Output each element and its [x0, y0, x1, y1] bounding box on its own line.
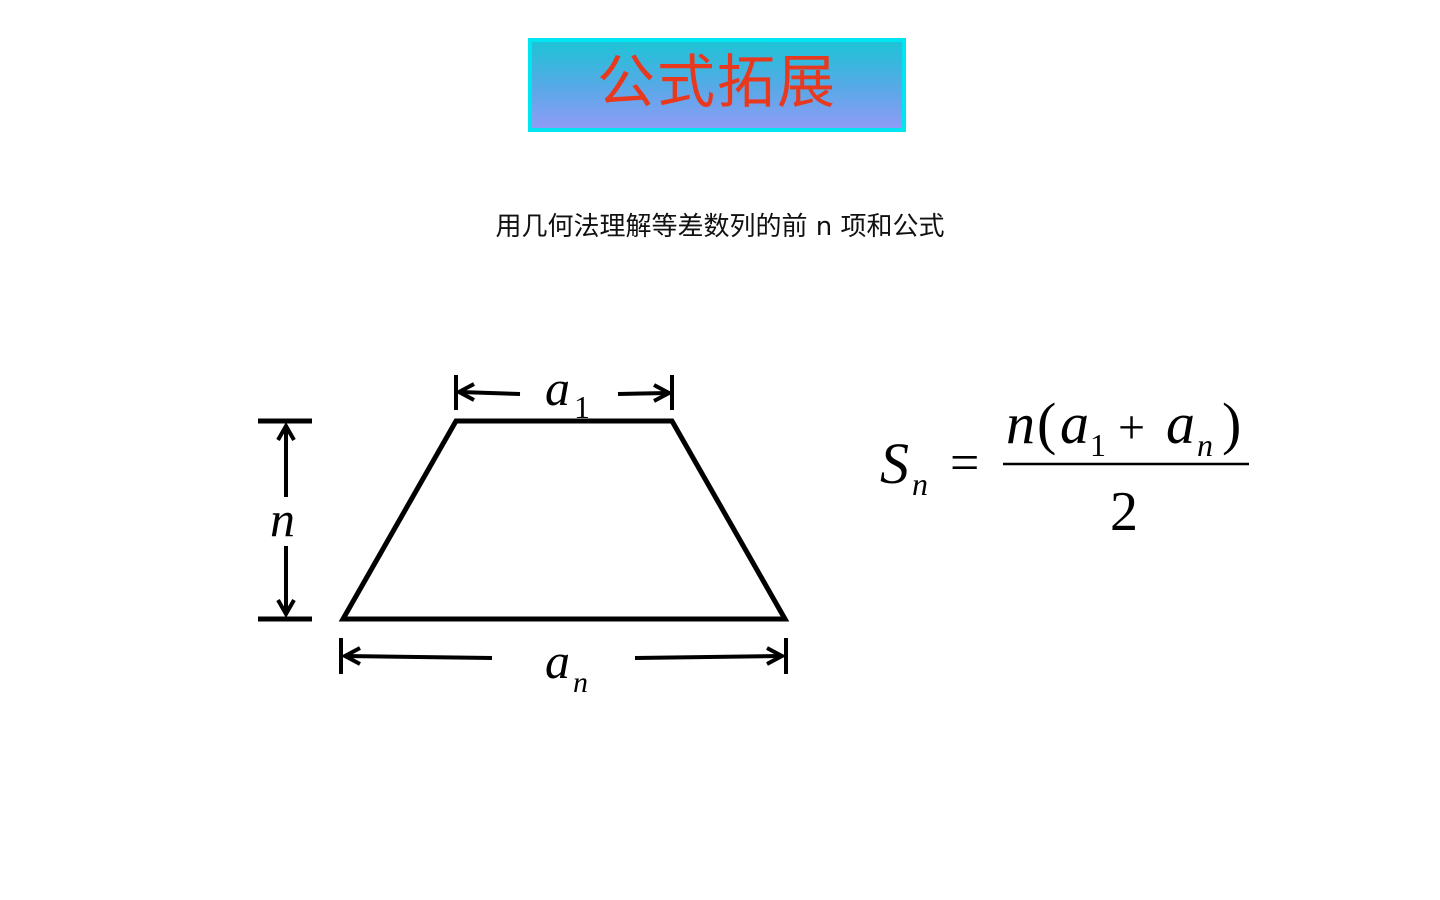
formula-num-n: n — [1006, 391, 1035, 456]
formula-plus: + — [1118, 401, 1145, 454]
bottom-dimension: a n — [339, 633, 788, 699]
formula-lhs-sub: n — [912, 466, 928, 502]
height-bottom-arrowhead — [276, 599, 296, 619]
formula-an-base: a — [1166, 391, 1195, 456]
top-right-arrowhead — [653, 383, 674, 403]
bottom-right-arrow-line — [634, 654, 783, 660]
height-top-arrowhead — [276, 421, 296, 441]
top-right-arrow-line — [617, 391, 669, 396]
slide-title: 公式拓展 — [596, 48, 837, 116]
height-dimension: n — [258, 418, 312, 622]
title-banner: 公式拓展 — [528, 38, 906, 132]
sum-formula: S n = n ( a 1 + a n ) 2 — [880, 391, 1249, 543]
formula-lhs-base: S — [880, 431, 909, 496]
formula-a1-base: a — [1060, 391, 1089, 456]
formula-open-paren: ( — [1037, 391, 1056, 456]
formula-a1-sub: 1 — [1090, 427, 1106, 463]
formula-an-sub: n — [1197, 427, 1213, 463]
bottom-right-arrowhead — [766, 646, 787, 666]
formula-equals: = — [950, 435, 979, 492]
trapezoid-shape — [338, 418, 790, 622]
bottom-left-arrowhead — [340, 646, 361, 666]
formula-close-paren: ) — [1222, 391, 1241, 456]
bottom-left-arrow-line — [344, 654, 493, 660]
formula-denominator: 2 — [1110, 481, 1138, 543]
top-left-arrow-line — [459, 390, 521, 396]
bottom-label-sub: n — [573, 666, 588, 699]
top-left-arrowhead — [454, 382, 475, 402]
slide-subtitle: 用几何法理解等差数列的前 n 项和公式 — [495, 212, 945, 242]
height-label: n — [270, 491, 295, 547]
top-dimension: a 1 — [454, 360, 674, 425]
top-label-sub: 1 — [574, 389, 590, 425]
bottom-label-base: a — [545, 633, 570, 689]
top-label-base: a — [545, 360, 570, 416]
